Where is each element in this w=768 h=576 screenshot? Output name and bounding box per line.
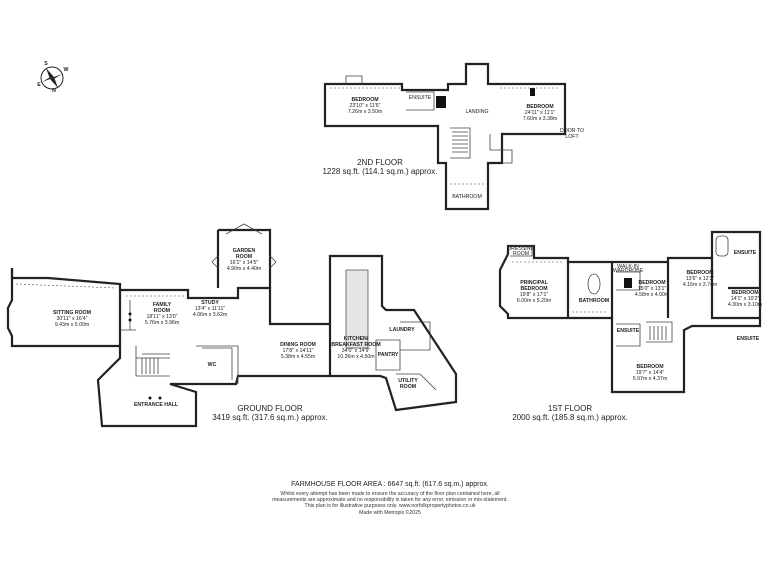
2f-loft-label-2: LOFT xyxy=(565,134,579,140)
1f-principal-name-2: BEDROOM xyxy=(520,286,547,292)
1f-ensuite-ne-label: ENSUITE xyxy=(734,250,757,256)
gf-garden-name-2: ROOM xyxy=(236,254,252,260)
compass-s-label: S xyxy=(44,61,48,67)
1f-bedroom-c-name: BEDROOM xyxy=(638,280,665,286)
second-floor-plan: BEDROOM 23'10" x 11'6" 7.26m x 3.50m ENS… xyxy=(323,62,584,211)
gf-dining-metric: 5.38m x 4.55m xyxy=(281,354,315,360)
gf-pantry-label: PANTRY xyxy=(378,352,399,358)
2f-bathroom-label: BATHROOM xyxy=(452,194,482,200)
first-floor-caption: 1ST FLOOR 2000 sq.ft. (185.8 sq.m.) appr… xyxy=(490,404,650,422)
1f-bathroom-label: BATHROOM xyxy=(579,298,609,304)
compass-e-label: E xyxy=(37,82,41,88)
2f-loft-label-1: DOOR TO xyxy=(560,128,584,134)
1f-bedroom-ne-name: BEDROOM xyxy=(686,270,713,276)
2f-ensuite-label: ENSUITE xyxy=(409,95,432,101)
1f-principal-metric: 6.00m x 5.20m xyxy=(517,298,551,304)
compass-n-label: N xyxy=(52,88,56,94)
gf-study-imperial: 13'4" x 11'11" xyxy=(195,306,226,312)
1f-ensuite-c-label: ENSUITE xyxy=(617,328,640,334)
gf-hall-label: ENTRANCE HALL xyxy=(134,402,179,408)
1f-ensuite-e-label: ENSUITE xyxy=(737,336,760,342)
1f-walkin-label-2: WARDROBE xyxy=(613,268,644,274)
gf-dining-imperial: 17'8" x 14'11" xyxy=(283,348,314,354)
2f-bedroom-e-name: BEDROOM xyxy=(526,104,553,110)
gf-garden-name-1: GARDEN xyxy=(233,248,256,254)
gf-family-name-2: ROOM xyxy=(154,308,170,314)
ground-floor-area: 3419 sq.ft. (317.6 sq.m.) approx. xyxy=(212,413,328,422)
gf-sitting-name: SITTING ROOM xyxy=(53,310,91,316)
1f-bedroom-ne-metric: 4.16m x 3.74m xyxy=(683,282,717,288)
2f-bedroom-w-metric: 7.26m x 3.50m xyxy=(348,109,382,115)
gf-family-metric: 5.76m x 3.96m xyxy=(145,320,179,326)
gf-kitchen-metric: 10.36m x 4.50m xyxy=(337,354,374,360)
2f-bedroom-e-imperial: 24'11" x 11'1" xyxy=(525,110,556,116)
second-floor-title: 2ND FLOOR xyxy=(357,158,403,167)
2f-bedroom-e-metric: 7.60m x 3.38m xyxy=(523,116,557,122)
1f-bedroom-c-metric: 4.58m x 4.00m xyxy=(635,292,669,298)
gf-family-name-1: FAMILY xyxy=(153,302,172,308)
1f-principal-name-1: PRINCIPAL xyxy=(520,280,548,286)
1f-bedroom-s-name: BEDROOM xyxy=(636,364,663,370)
disclaimer-line: This plan is for illustrative purposes o… xyxy=(304,503,476,510)
2f-landing-label: LANDING xyxy=(465,109,488,115)
1f-bedroom-ne-imperial: 13'6" x 12'3" xyxy=(686,276,715,282)
1f-dressing-label-1: DRESSING xyxy=(507,246,534,252)
farmhouse-area-summary: FARMHOUSE FLOOR AREA : 6647 sq.ft. (617.… xyxy=(291,481,489,488)
ground-floor-title: GROUND FLOOR xyxy=(237,404,303,413)
1f-walkin-label-1: WALK-IN xyxy=(617,264,639,270)
gf-wc-label: WC xyxy=(208,362,217,368)
gf-dining-name: DINING ROOM xyxy=(280,342,316,348)
2f-bedroom-w-name: BEDROOM xyxy=(351,97,378,103)
disclaimer-line: measurements are approximate and no resp… xyxy=(272,497,508,504)
1f-bedroom-s-metric: 5.97m x 4.37m xyxy=(633,376,667,382)
first-floor-title: 1ST FLOOR xyxy=(547,404,593,413)
1f-bedroom-c-imperial: 15'0" x 13'1" xyxy=(638,286,667,292)
first-floor-plan: DRESSING ROOM PRINCIPAL BEDROOM 19'8" x … xyxy=(498,230,762,394)
gf-sitting-imperial: 30'11" x 16'4" xyxy=(57,316,88,322)
gf-kitchen-imperial: 34'0" x 14'9" xyxy=(342,348,371,354)
ground-floor-caption: GROUND FLOOR 3419 sq.ft. (317.6 sq.m.) a… xyxy=(190,404,350,422)
second-floor-caption: 2ND FLOOR 1228 sq.ft. (114.1 sq.m.) appr… xyxy=(300,158,460,176)
disclaimer-block: Whilst every attempt has been made to en… xyxy=(250,491,530,516)
compass-w-label: W xyxy=(64,67,69,73)
gf-utility-label-1: UTILITY xyxy=(398,378,418,384)
ground-floor-plan: SITTING ROOM 30'11" x 16'4" 9.43m x 5.00… xyxy=(6,223,458,428)
second-floor-area: 1228 sq.ft. (114.1 sq.m.) approx. xyxy=(322,167,438,176)
gf-laundry-label: LAUNDRY xyxy=(389,327,415,333)
gf-garden-imperial: 16'1" x 14'5" xyxy=(230,260,259,266)
disclaimer-line: Whilst every attempt has been made to en… xyxy=(280,491,500,497)
gf-garden-metric: 4.90m x 4.40m xyxy=(227,266,261,272)
disclaimer-line: Made with Metropix ©2025 xyxy=(359,509,421,516)
gf-kitchen-name-1: KITCHEN/ xyxy=(344,336,369,342)
1f-bedroom-s-imperial: 19'7" x 14'4" xyxy=(636,370,665,376)
1f-principal-imperial: 19'8" x 17'1" xyxy=(520,292,549,298)
compass-icon: N S E W xyxy=(37,61,68,94)
1f-bedroom-e-imperial: 14'1" x 10'2" xyxy=(731,296,760,302)
gf-family-imperial: 18'11" x 13'0" xyxy=(147,314,178,320)
1f-bedroom-e-name: BEDROOM xyxy=(731,290,758,296)
gf-utility-label-2: ROOM xyxy=(400,384,416,390)
1f-dressing-label-2: ROOM xyxy=(513,251,529,257)
gf-sitting-metric: 9.43m x 5.00m xyxy=(55,322,89,328)
gf-kitchen-name-2: BREAKFAST ROOM xyxy=(331,342,380,348)
gf-study-metric: 4.06m x 3.62m xyxy=(193,312,227,318)
2f-bedroom-w-imperial: 23'10" x 11'6" xyxy=(350,103,381,109)
gf-study-name: STUDY xyxy=(201,300,219,306)
1f-bedroom-e-metric: 4.30m x 3.10m xyxy=(728,302,762,308)
first-floor-area: 2000 sq.ft. (185.8 sq.m.) approx. xyxy=(512,413,628,422)
